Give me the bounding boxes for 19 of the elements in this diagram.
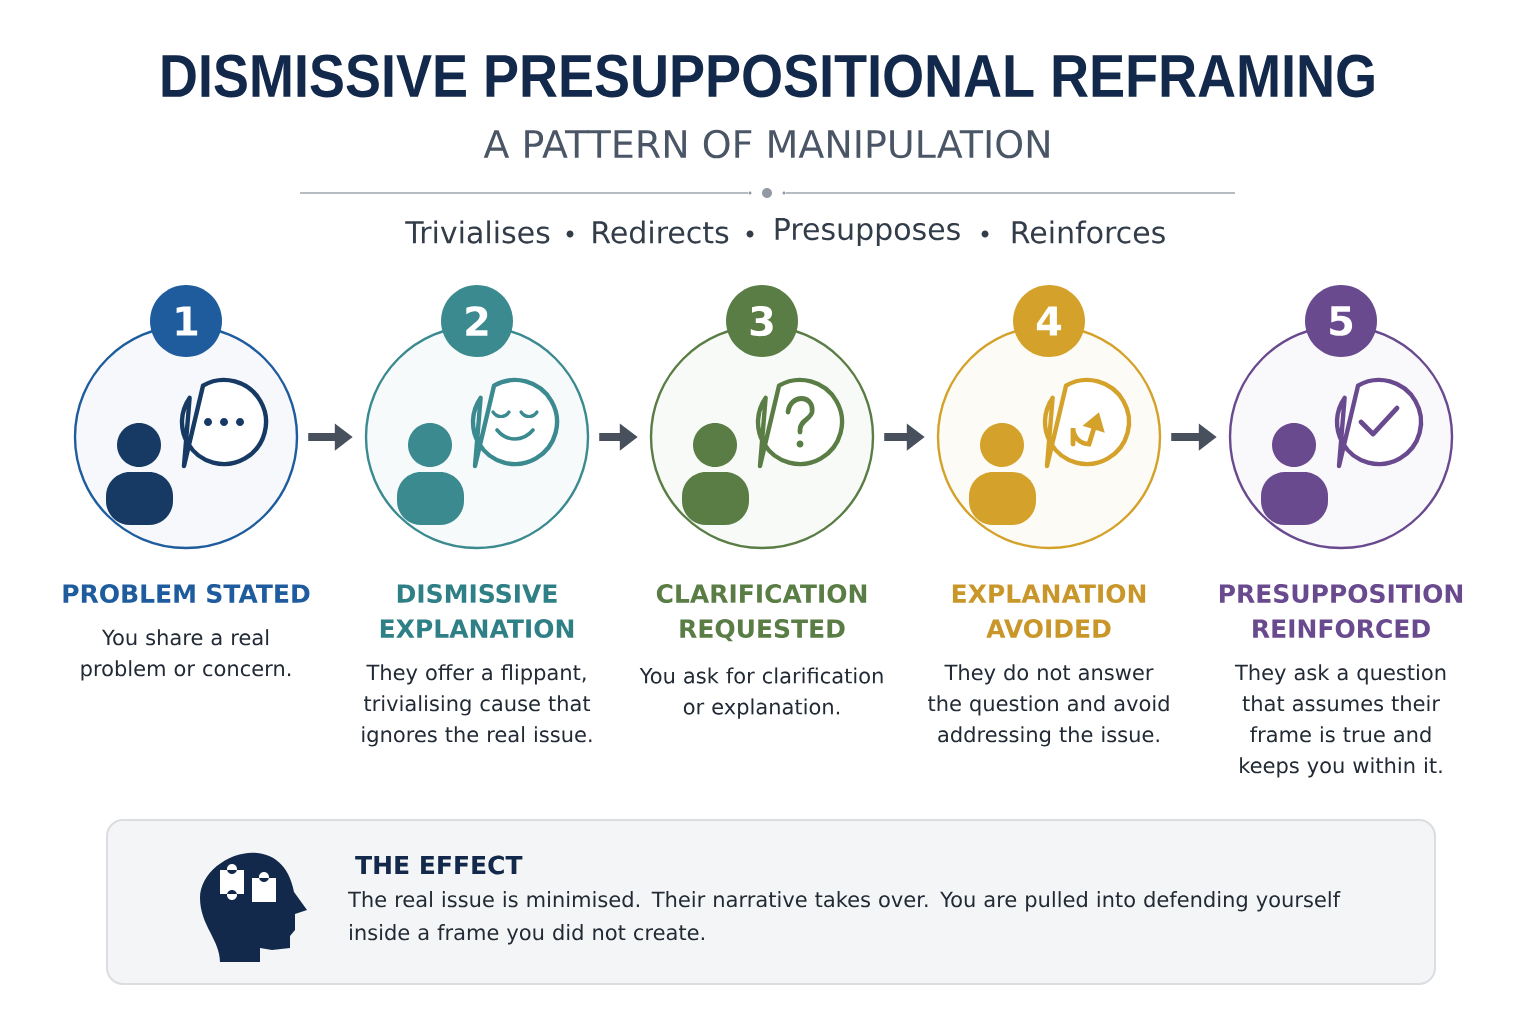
step-description: You share a real problem or concern. — [81, 629, 291, 681]
step-heading: EXPLANATION AVOIDED — [952, 584, 1146, 638]
step-heading: CLARIFICATION REQUESTED — [656, 584, 867, 642]
step-description: They do not answer the question and avoid addressing the issue. — [928, 664, 1169, 747]
title: DISMISSIVE PRESUPPOSITIONAL REFRAMING — [162, 54, 1374, 98]
keyword: Trivialises — [405, 220, 550, 244]
effect-heading: THE EFFECT — [355, 855, 523, 875]
keyword: Reinforces — [1012, 220, 1165, 244]
step-description: They ask a question that assumes their frame is true and keeps you within it. — [1234, 664, 1446, 778]
step-description: You ask for clarification or explanation. — [639, 667, 883, 719]
effect-panel — [106, 819, 1436, 985]
effect-description: The real issue is minimised. Their narrative takes over. You are pulled into defending yourself inside a frame you did not create. — [348, 891, 1341, 945]
step-heading: PRESUPPOSITION REINFORCED — [1219, 584, 1463, 638]
keyword: Presupposes — [775, 217, 960, 247]
step-description: They offer a flippant, trivialising cause that ignores the real issue. — [362, 664, 592, 747]
step-heading: DISMISSIVE EXPLANATION — [380, 584, 574, 638]
step-heading: PROBLEM STATED — [63, 584, 310, 603]
keyword: Redirects — [593, 220, 729, 244]
subtitle: A PATTERN OF MANIPULATION — [483, 129, 1049, 159]
